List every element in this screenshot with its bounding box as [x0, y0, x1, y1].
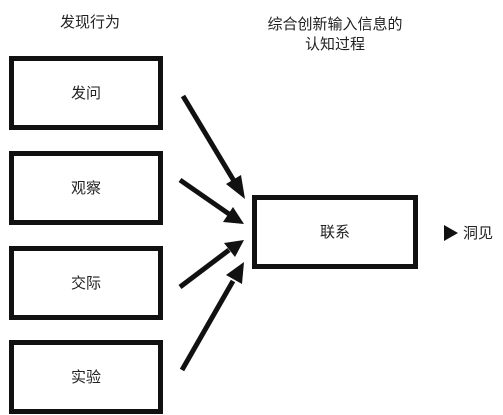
behavior-box-questioning: 发问	[9, 56, 163, 130]
behavior-label: 观察	[70, 179, 101, 197]
insight-label: 洞见	[463, 224, 494, 242]
cognitive-process-heading-line-1: 综合创新输入信息的	[267, 15, 403, 33]
behavior-box-observing: 观察	[9, 151, 163, 225]
cognitive-process-heading: 综合创新输入信息的 认知过程	[254, 14, 416, 54]
behavior-label: 发问	[70, 84, 101, 102]
behavior-box-networking: 交际	[9, 246, 163, 320]
connection-box: 联系	[252, 195, 418, 269]
behavior-label: 交际	[70, 274, 101, 292]
triangle-right-icon	[444, 225, 458, 241]
arrow-icon-experimenting	[179, 262, 244, 372]
cognitive-process-heading-line-2: 认知过程	[304, 35, 365, 53]
connection-label: 联系	[319, 223, 350, 241]
arrow-icon-networking	[178, 240, 244, 289]
arrow-icon-observing	[178, 177, 244, 224]
behavior-label: 实验	[70, 368, 101, 386]
discovery-behaviors-heading: 发现行为	[60, 13, 121, 31]
behavior-box-experimenting: 实验	[9, 340, 163, 414]
arrow-icon-questioning	[180, 94, 245, 199]
insight-output: 洞见	[444, 223, 493, 243]
